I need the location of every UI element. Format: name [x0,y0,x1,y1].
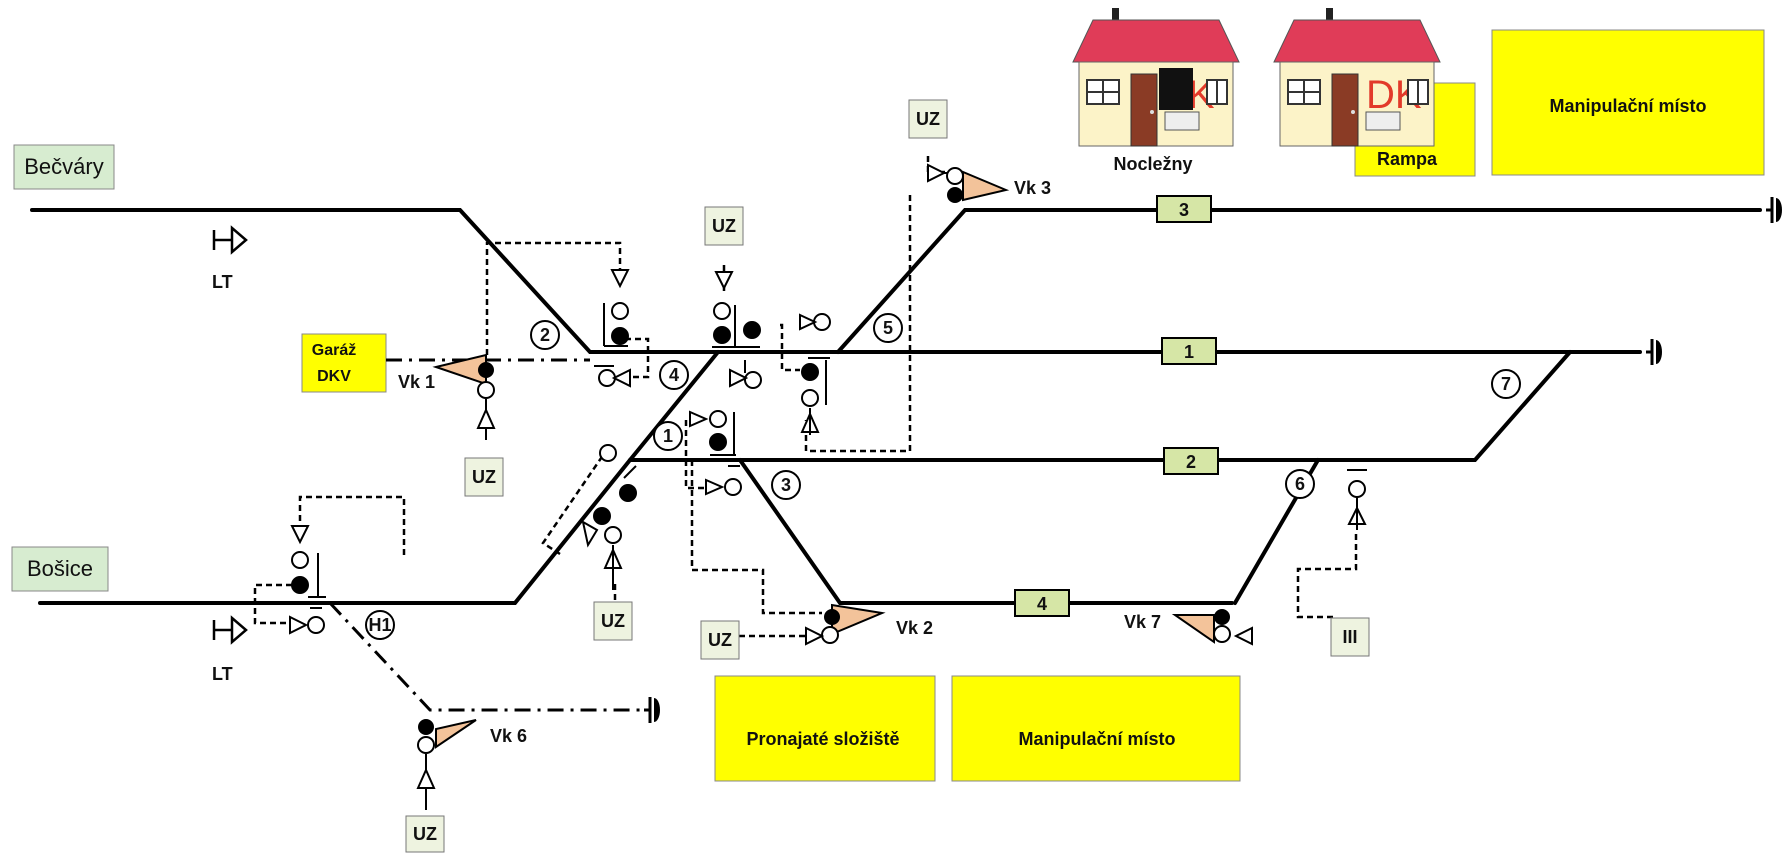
track-main-becvary [30,208,1642,354]
track-3 [836,208,1762,354]
station-bosice-label: Bošice [27,556,93,581]
crossover-1-4 [628,350,720,462]
uz-box-vk6: UZ [405,815,445,853]
siding-tracks [328,358,648,712]
manipulation-area-bottom: Manipulační místo [951,675,1241,782]
switch-4: 4 [659,360,689,390]
svg-text:7: 7 [1501,374,1511,394]
svg-text:1: 1 [1184,342,1194,362]
uz-box-vk3: UZ [908,99,948,139]
switch-7: 7 [1491,369,1521,399]
signal-vk1: Vk 1 [398,353,496,440]
svg-text:6: 6 [1295,474,1305,494]
svg-text:III: III [1342,627,1357,647]
signal-vk3-label: Vk 3 [1014,178,1051,198]
manipulation-area-bottom-label: Manipulační místo [1018,729,1175,749]
rampa-label: Rampa [1377,149,1438,169]
lt-marker-top [212,225,248,255]
track-number-box-2: 2 [1163,447,1219,475]
svg-text:UZ: UZ [916,109,940,129]
manipulation-area-top-label: Manipulační místo [1549,96,1706,116]
track-main-bosice [38,350,1572,605]
uz-box-vk2: UZ [700,620,740,660]
switch-h1: H1 [365,610,395,640]
station-becvary-label: Bečváry [24,154,103,179]
svg-text:UZ: UZ [472,467,496,487]
svg-text:2: 2 [540,325,550,345]
signal-vk7-label: Vk 7 [1124,612,1161,632]
svg-text:UZ: UZ [712,216,736,236]
switch-1: 1 [653,421,683,451]
svg-text:4: 4 [1037,594,1047,614]
iii-box-vk7: III [1330,617,1370,657]
signal-vk1-label: Vk 1 [398,372,435,392]
siding-h1 [328,601,648,712]
svg-text:3: 3 [1179,200,1189,220]
signal-vk7: Vk 7 [1124,609,1253,646]
signal-vk6-label: Vk 6 [490,726,527,746]
svg-text:3: 3 [781,475,791,495]
track-number-box-1: 1 [1161,337,1217,365]
svg-text:5: 5 [883,318,893,338]
switch-circles: 2 4 1 3 5 6 7 H1 [365,313,1521,640]
track-4-left [738,458,1234,605]
lt-label-top: LT [212,272,233,292]
track-number-box-3: 3 [1156,195,1212,223]
switch-2: 2 [530,320,560,350]
garage-label-line2: DKV [317,368,351,385]
switch-6: 6 [1285,469,1315,499]
station-bosice: Bošice [11,546,109,592]
lt-marker-bottom [212,615,248,645]
svg-text:UZ: UZ [413,824,437,844]
uz-box-top-middle: UZ [704,206,744,246]
signal-vk6: Vk 6 [416,719,527,810]
svg-text:H1: H1 [368,615,391,635]
track-end-bumpers [644,197,1782,723]
svg-text:UZ: UZ [708,630,732,650]
lt-label-bottom: LT [212,664,233,684]
svg-text:UZ: UZ [601,611,625,631]
tracks [30,208,1762,605]
svg-text:1: 1 [663,426,673,446]
signal-vk2: Vk 2 [805,603,933,646]
sign-cover [1159,68,1193,110]
signal-vk2-label: Vk 2 [896,618,933,638]
rented-storage-area: Pronajaté složiště [714,675,936,782]
signal-vk3: Vk 3 [927,163,1051,203]
switch-3: 3 [771,470,801,500]
manipulation-area-top: Manipulační místo [1491,29,1765,176]
uz-box-vk1: UZ [464,457,504,497]
track-number-box-4: 4 [1014,589,1070,617]
garage-label-line1: Garáž [312,342,356,359]
building-noclezny: DK [1072,8,1240,147]
noclezny-label: Nocležny [1113,154,1192,174]
rented-storage-label: Pronajaté složiště [746,729,899,749]
svg-text:2: 2 [1186,452,1196,472]
signal-connections [253,156,1358,639]
dwarf-signals [289,269,1367,635]
svg-text:4: 4 [669,365,679,385]
building-rampa: DK [1273,8,1441,147]
uz-box-crossing: UZ [593,601,633,641]
switch-5: 5 [873,313,903,343]
station-becvary: Bečváry [13,144,115,190]
garage-dkv-box: Garáž DKV [301,333,387,393]
